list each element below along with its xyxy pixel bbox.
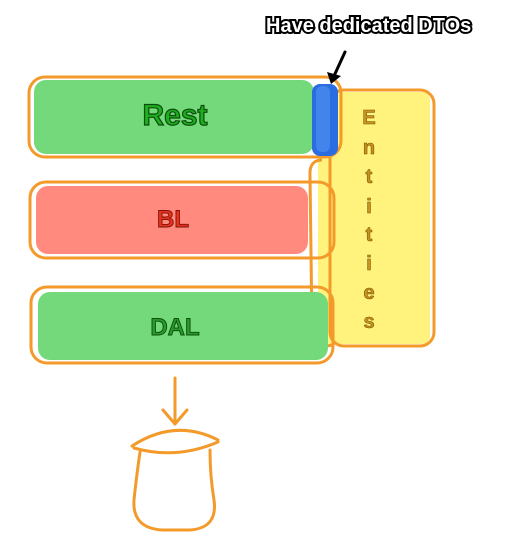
bl-label: BL <box>157 206 189 233</box>
bl-fill <box>36 186 308 254</box>
entities-fill <box>318 92 430 344</box>
annotation-text: Have dedicated DTOs <box>266 15 471 37</box>
entities-letters: E n t i t i e s <box>362 107 376 334</box>
entities-block: E n t i t i e s <box>308 88 436 348</box>
rest-layer: Rest <box>27 75 343 159</box>
entities-letter: s <box>363 311 374 333</box>
dal-fill <box>38 292 328 360</box>
entities-outline <box>328 88 436 348</box>
rest-fill <box>34 80 314 154</box>
annotation-arrow <box>327 50 347 84</box>
database-icon <box>130 428 220 532</box>
entities-letter: t <box>366 166 373 188</box>
dal-layer: DAL <box>29 285 335 365</box>
entities-letter: t <box>366 224 373 246</box>
dto-highlight-glow <box>316 86 330 152</box>
dal-outline <box>29 285 335 365</box>
dto-highlight <box>312 84 338 156</box>
entities-letter: i <box>366 253 372 275</box>
bl-outline <box>28 180 336 260</box>
rest-label: Rest <box>142 99 207 132</box>
entities-letter: n <box>363 137 375 159</box>
entities-letter: e <box>363 282 374 304</box>
dal-label: DAL <box>150 314 199 341</box>
down-arrow <box>161 376 189 426</box>
entities-letter: i <box>366 196 372 218</box>
entities-letter: E <box>362 107 375 129</box>
rest-outline <box>27 75 343 159</box>
bl-layer: BL <box>28 180 336 260</box>
